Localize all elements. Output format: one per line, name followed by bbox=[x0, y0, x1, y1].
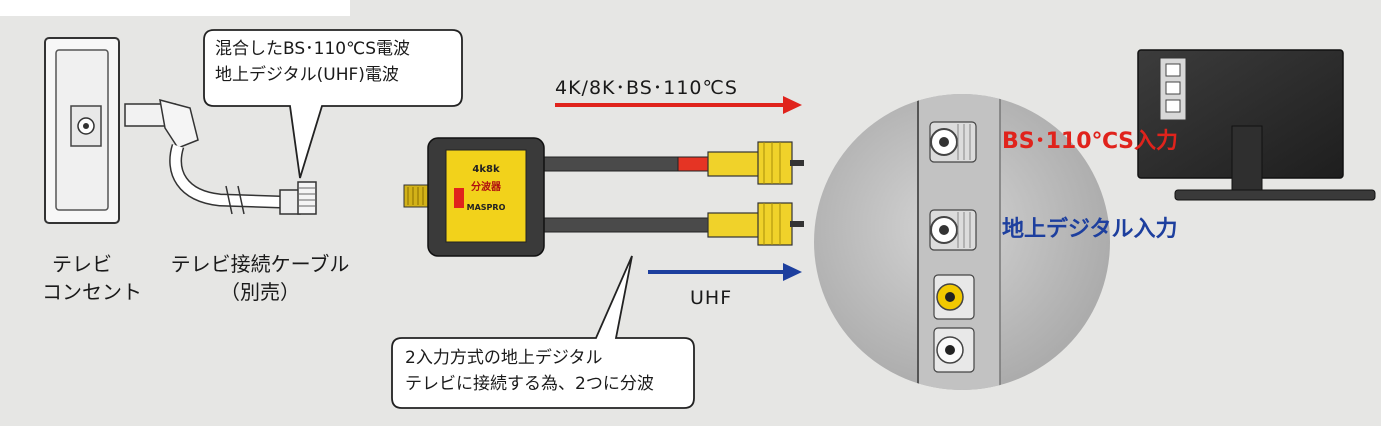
tv-cable-icon bbox=[124, 98, 317, 215]
wall-outlet-label-line2: コンセント bbox=[42, 280, 142, 304]
splitter-cables bbox=[539, 156, 711, 233]
tv-icon bbox=[1137, 49, 1376, 201]
bubble-bottom-line1: 2入力方式の地上デジタル bbox=[405, 348, 603, 368]
cable-label: テレビ接続ケーブル （別売） bbox=[150, 250, 370, 306]
speech-bubble-top bbox=[203, 29, 463, 179]
bubble-bottom-text: 2入力方式の地上デジタル テレビに接続する為、2つに分波 bbox=[405, 345, 654, 397]
cable-label-line2: （別売） bbox=[220, 280, 300, 304]
bubble-top-line2: 地上デジタル(UHF)電波 bbox=[215, 65, 399, 85]
uhf-arrow bbox=[648, 263, 802, 281]
cable-label-line1: テレビ接続ケーブル bbox=[170, 252, 350, 276]
bubble-top-text: 混合したBS･110℃S電波 地上デジタル(UHF)電波 bbox=[215, 36, 410, 88]
connector-uhf-icon bbox=[707, 202, 804, 246]
wall-outlet-label: テレビ コンセント bbox=[42, 250, 142, 306]
speech-bubble-bottom bbox=[391, 255, 695, 409]
wall-outlet-icon bbox=[44, 37, 120, 224]
splitter-icon: 4k8k 分波器 MASPRO bbox=[403, 137, 545, 257]
tv-port-zoom bbox=[814, 94, 1110, 390]
uhf-arrow-label: UHF bbox=[690, 287, 733, 309]
terrestrial-port-label: 地上デジタル入力 bbox=[1002, 217, 1178, 242]
wall-outlet-label-line1: テレビ bbox=[52, 252, 112, 276]
rca-yellow-port-icon bbox=[933, 274, 975, 320]
bubble-bottom-line2: テレビに接続する為、2つに分波 bbox=[405, 374, 654, 394]
bubble-top-line1: 混合したBS･110℃S電波 bbox=[215, 39, 410, 59]
splitter-brand-text: MASPRO bbox=[467, 203, 506, 212]
bs-port-icon bbox=[929, 121, 977, 163]
splitter-type-text: 分波器 bbox=[471, 180, 502, 193]
connector-bs-icon bbox=[707, 141, 804, 185]
rca-white-port-icon bbox=[933, 327, 975, 373]
bs-port-label: BS･110℃S入力 bbox=[1002, 129, 1179, 154]
bs-arrow-label: 4K/8K･BS･110℃S bbox=[555, 77, 738, 99]
bs-arrow bbox=[555, 96, 802, 114]
corner-patch bbox=[0, 0, 350, 16]
terrestrial-port-icon bbox=[929, 209, 977, 251]
splitter-model-text: 4k8k bbox=[472, 164, 500, 175]
